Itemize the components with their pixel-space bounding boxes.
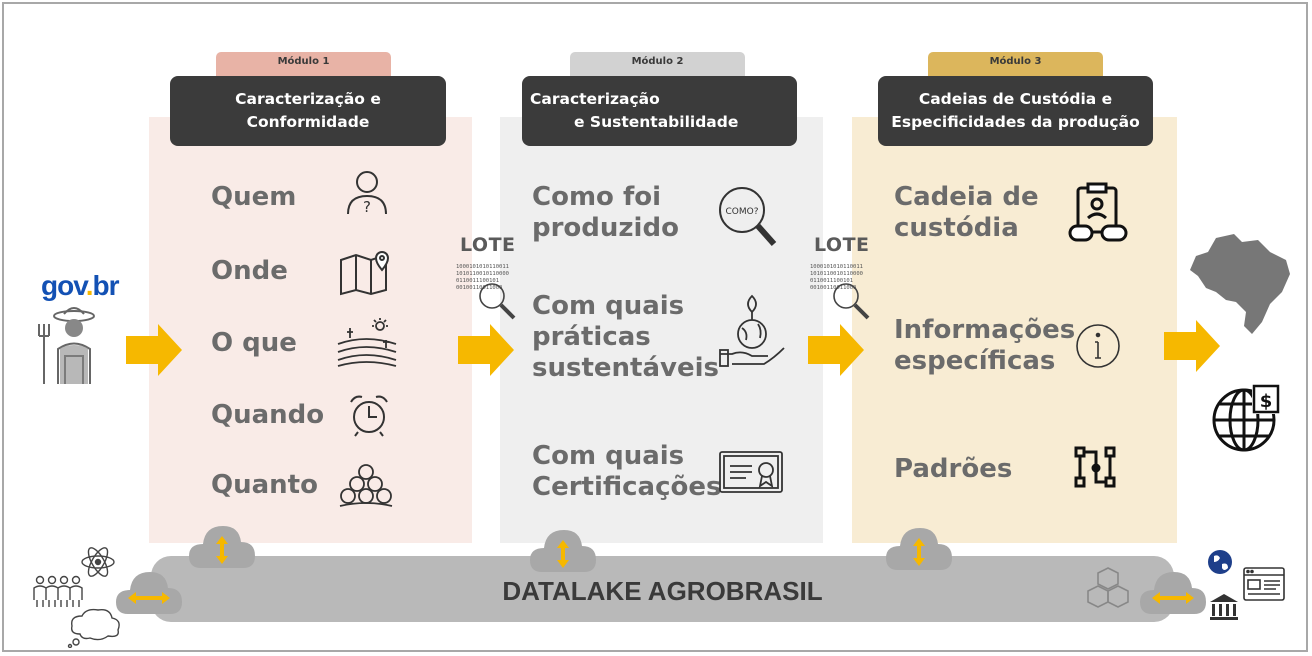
item-informacoes-especificas: Informações específicas [894, 315, 1076, 376]
lote-label-2: LOTE [814, 234, 870, 256]
item-quanto: Quanto [211, 470, 318, 500]
blocks-cube-icon [1087, 567, 1129, 608]
govbr-logo: gov.br [41, 270, 119, 301]
item-quem: Quem [211, 182, 297, 212]
map-pin-icon [340, 250, 390, 296]
datalake-title: DATALAKE AGROBRASIL [502, 576, 823, 606]
svg-text:$: $ [1260, 391, 1273, 412]
binary-code-1: 1000101010110011 1010110010110000 011001… [456, 264, 509, 291]
module2-tab: Módulo 2 [570, 52, 745, 76]
module2-panel [500, 117, 823, 543]
hand-globe-sprout-icon [719, 294, 785, 367]
module3-panel [852, 117, 1177, 543]
module2-header: Caracterização e Sustentabilidade [522, 76, 797, 146]
item-como-foi-produzido: Como foi produzido [532, 182, 679, 243]
svg-text:?: ? [363, 198, 371, 216]
globe-money-icon: $ [1212, 382, 1282, 452]
item-quando: Quando [211, 400, 325, 430]
certificate-icon [719, 451, 783, 493]
magnifier-binary-icon-1 [479, 283, 516, 320]
arrow-right-3 [808, 324, 864, 376]
item-o-que: O que [211, 328, 297, 358]
cloud-sync-icon-3 [886, 528, 952, 570]
bank-building-icon [1210, 594, 1238, 620]
info-circle-icon [1076, 324, 1120, 368]
web-browser-icon [1243, 567, 1285, 601]
module3-tab: Módulo 3 [928, 52, 1103, 76]
item-cadeia-de-custodia: Cadeia de custódia [894, 182, 1039, 243]
brazil-map-icon [1190, 234, 1290, 334]
item-praticas-sustentaveis: Com quais práticas sustentáveis [532, 291, 719, 383]
globe-small-icon [1208, 550, 1232, 574]
cloud-exchange-icon-left [116, 572, 182, 614]
alarm-clock-icon [350, 395, 388, 437]
module1-title-line1: Caracterização e [235, 90, 381, 108]
module1-header: Caracterização e Conformidade [170, 76, 446, 146]
module1-tab: Módulo 1 [216, 52, 391, 76]
arrow-right-2 [458, 324, 514, 376]
clipboard-chain-icon [1068, 182, 1128, 242]
atom-icon [81, 547, 115, 577]
module3-header: Cadeias de Custódia e Especificidades da… [878, 76, 1153, 146]
module3-title-line2: Especificidades da produção [891, 113, 1140, 131]
module3-title-line1: Cadeias de Custódia e [918, 90, 1113, 108]
magnifier-binary-icon-2 [833, 283, 870, 320]
person-question-icon: ? [347, 171, 387, 216]
module2-title-line2: e Sustentabilidade [574, 113, 739, 131]
crop-field-icon [337, 318, 397, 367]
item-padroes: Padrões [894, 454, 1013, 484]
arrow-right-4 [1164, 320, 1220, 372]
module2-title-line1: Caracterização [530, 90, 660, 108]
arrow-right-1 [126, 324, 182, 376]
binary-code-2: 1000101010110011 1010110010110000 011001… [810, 264, 863, 291]
module1-panel [149, 117, 472, 543]
module1-title-line2: Conformidade [246, 113, 370, 131]
pattern-nodes-icon [1074, 446, 1116, 488]
svg-text:COMO?: COMO? [726, 207, 759, 217]
item-onde: Onde [211, 256, 288, 286]
farmer-icon [38, 307, 95, 384]
coin-stack-icon [339, 464, 393, 507]
lote-label-1: LOTE [460, 234, 516, 256]
item-certificacoes: Com quais Certificações [532, 441, 722, 502]
people-group-icon [33, 575, 83, 607]
thought-cloud-icon [67, 608, 120, 648]
cloud-exchange-icon-right [1140, 572, 1206, 614]
cloud-sync-icon-1 [189, 526, 255, 568]
datalake-band: DATALAKE AGROBRASIL [151, 556, 1174, 622]
cloud-sync-icon-2 [530, 530, 596, 572]
magnifier-como-icon: COMO? [719, 187, 777, 246]
